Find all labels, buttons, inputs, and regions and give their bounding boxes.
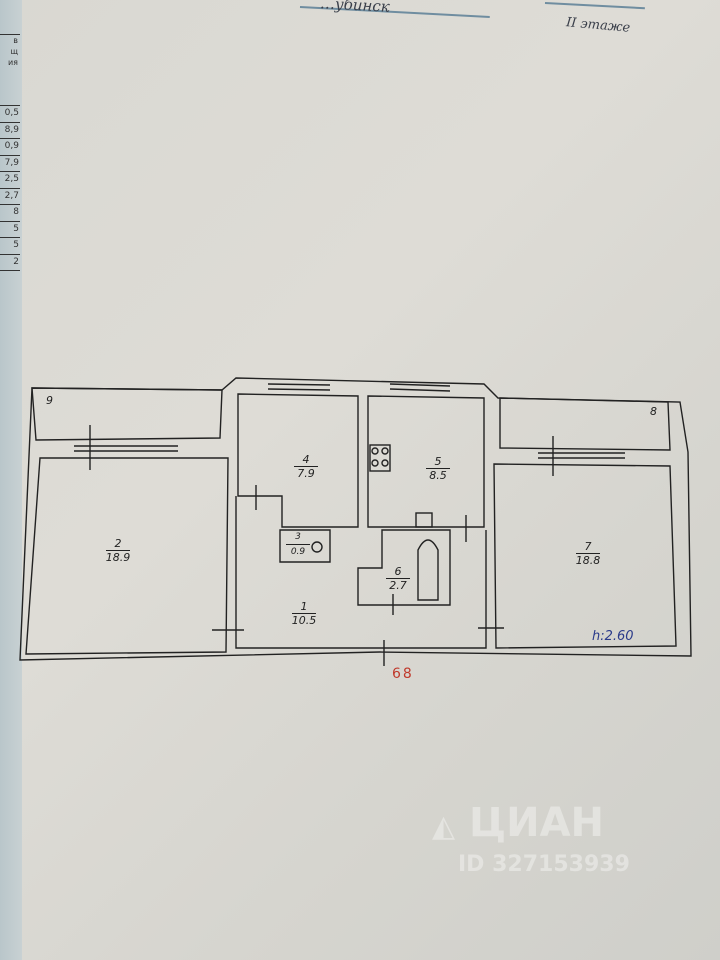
side-table-header: в щ ия [0, 35, 20, 106]
header-line: ия [7, 58, 18, 67]
room-4-label: 4 7.9 [286, 453, 326, 481]
side-table-cell: 8 [0, 205, 20, 222]
watermark-id: ID 327153939 [458, 852, 630, 877]
room-area: 0.9 [290, 547, 306, 557]
balcony-8-label: 8 [650, 405, 657, 418]
balcony-9-label: 9 [46, 394, 53, 407]
header-line: в [13, 36, 18, 45]
room-1-label: 1 10.5 [284, 600, 324, 628]
side-table-cell: 0,5 [0, 106, 20, 123]
room-number: 1 [292, 600, 316, 614]
room-number: 3 [286, 531, 310, 545]
side-table-cell: 7,9 [0, 156, 20, 172]
room-number: 7 [576, 540, 600, 554]
room-5-label: 5 8.5 [418, 455, 458, 483]
side-table-cell: 5 [0, 222, 20, 238]
room-number: 6 [386, 565, 410, 579]
room-area: 18.8 [575, 554, 601, 567]
room-number: 2 [106, 537, 130, 551]
room-area: 7.9 [297, 467, 315, 480]
header-line: щ [10, 47, 18, 56]
room-3-label: 3 0.9 [278, 531, 318, 559]
room-area: 8.5 [429, 469, 447, 482]
side-table-cell: 2,5 [0, 172, 20, 189]
watermark-logo-icon: ◭ [432, 809, 456, 844]
room-6-label: 6 2.7 [378, 565, 418, 593]
room-area: 2.7 [389, 579, 407, 592]
side-table-cell: 2,7 [0, 189, 20, 205]
watermark-text: ЦИАН [469, 800, 605, 846]
room-7-label: 7 18.8 [568, 540, 608, 568]
room-area: 10.5 [291, 614, 317, 627]
side-table-cell: 2 [0, 255, 20, 271]
side-table-cell: 8,9 [0, 123, 20, 139]
side-table-cell: 0,9 [0, 139, 20, 156]
room-number: 4 [294, 453, 318, 467]
watermark-brand: ◭ ЦИАН [432, 800, 604, 846]
room-2-label: 2 18.9 [98, 537, 138, 565]
side-table-cell: 5 [0, 238, 20, 255]
total-area-mark: 68 [392, 666, 414, 682]
adjacent-page-edge [0, 0, 22, 960]
ceiling-height: h:2.60 [592, 629, 634, 644]
room-area: 18.9 [105, 551, 131, 564]
side-area-table: в щ ия 0,5 8,9 0,9 7,9 2,5 2,7 8 5 5 2 [0, 34, 20, 271]
room-number: 5 [426, 455, 450, 469]
